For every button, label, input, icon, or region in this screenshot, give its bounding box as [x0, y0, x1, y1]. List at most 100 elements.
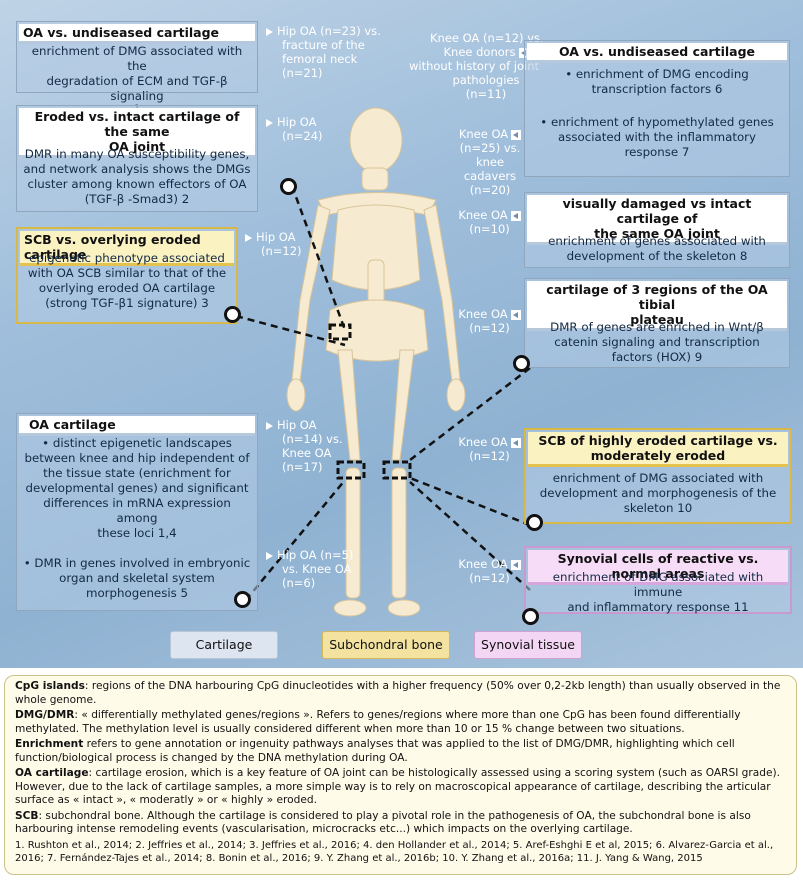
box-oa-vs-undiseased-right: OA vs. undiseased cartilage • enrichment… — [524, 40, 790, 177]
note-cpg: CpG islands: regions of the DNA harbouri… — [15, 680, 786, 707]
marker-circle — [513, 355, 530, 372]
box-scb-vs-eroded: SCB vs. overlying eroded cartilage epige… — [16, 227, 238, 324]
box-title: OA cartilage — [19, 416, 255, 436]
label-hip-oa-24: Hip OA (n=24) — [266, 115, 323, 143]
box-text-line: (TGF-β -Smad3) 2 — [84, 192, 190, 206]
box-title-wrap: SCB of highly eroded cartilage vs. moder… — [528, 432, 788, 467]
label-line: Knee OA — [458, 557, 508, 571]
label-line: (n=10) — [469, 222, 510, 236]
box-title-wrap: Eroded vs. intact cartilage of the same … — [19, 108, 255, 158]
label-line: Hip OA — [256, 230, 296, 244]
connector-lines — [235, 185, 531, 601]
arrow-left-icon — [510, 559, 521, 570]
triangle-icon — [266, 551, 273, 560]
label-line: (n=17) — [282, 460, 323, 474]
box-text-line: factors (HOX) 9 — [611, 350, 703, 364]
label-line: knee cadavers — [463, 155, 517, 183]
note-dmg: DMG/DMR: « differentially methylated gen… — [15, 709, 786, 736]
arrow-left-icon — [511, 129, 522, 140]
box-text-line: associated with the inflammatory — [557, 130, 757, 144]
box-text-line: transcription factors 6 — [591, 82, 723, 96]
label-line: (n=12) — [469, 571, 510, 585]
box-text-line: degradation of ECM and TGF-β signaling — [46, 74, 228, 103]
arrow-left-icon — [510, 437, 521, 448]
box-title-2: OA joint — [108, 139, 166, 154]
label-line: (n=12) — [469, 321, 510, 335]
note-term: DMG/DMR — [15, 709, 75, 721]
box-text-line: with OA SCB similar to that of the — [27, 266, 227, 280]
triangle-icon — [266, 421, 273, 430]
label-line: femoral neck — [282, 52, 358, 66]
label-hip-oa-12: Hip OA (n=12) — [245, 230, 302, 258]
label-line: Knee donors — [443, 45, 516, 59]
box-title: SCB of highly eroded cartilage vs. — [538, 433, 778, 448]
label-line: vs. Knee OA — [282, 562, 352, 576]
label-knee-oa-12-tibial: Knee OA (n=12) — [452, 307, 527, 335]
box-title-wrap: visually damaged vs intact cartilage of … — [527, 195, 787, 245]
box-text-line: catenin signaling and transcription — [554, 335, 760, 349]
box-visually-damaged: visually damaged vs intact cartilage of … — [524, 192, 790, 268]
label-hip-oa-14: Hip OA (n=14) vs. Knee OA (n=17) — [266, 418, 343, 474]
box-text-line: • enrichment of hypomethylated genes — [540, 115, 774, 129]
box-text-line: enrichment of DMG associated with — [552, 471, 764, 485]
box-text-line: these loci 1,4 — [97, 526, 177, 540]
label-line: Knee OA — [458, 307, 508, 321]
label-line: (n=14) vs. — [282, 432, 343, 446]
label-line: Knee OA — [458, 435, 508, 449]
box-text-line: response 7 — [624, 145, 690, 159]
box-text-line: morphogenesis 5 — [85, 586, 189, 600]
label-line: (n=12) — [469, 449, 510, 463]
box-text-line: epigenetic phenotype associated — [29, 251, 225, 265]
label-line: pathologies — [452, 73, 520, 87]
triangle-icon — [266, 27, 273, 36]
box-title-2: moderately eroded — [590, 448, 726, 463]
box-text-line: and network analysis shows the DMGs — [23, 162, 251, 176]
note-scb: SCB: subchondral bone. Although the cart… — [15, 810, 786, 837]
note-text: : subchondral bone. Although the cartila… — [15, 809, 751, 836]
triangle-icon — [245, 233, 252, 242]
label-knee-oa-12-donors: Knee OA (n=12) vs. Knee donors without h… — [409, 31, 544, 101]
legend-cartilage: Cartilage — [170, 631, 278, 659]
box-title: visually damaged vs intact cartilage of — [562, 196, 752, 226]
label-line: Hip OA (n=23) vs. — [277, 24, 381, 38]
box-title: cartilage of 3 regions of the OA tibial — [546, 282, 768, 312]
note-text: refers to gene annotation or ingenuity p… — [15, 738, 735, 764]
label-knee-oa-25: Knee OA (n=25) vs. knee cadavers (n=20) — [450, 127, 530, 197]
note-term: SCB — [15, 809, 39, 822]
glossary-notes: CpG islands: regions of the DNA harbouri… — [4, 675, 797, 875]
box-oa-cartilage: OA cartilage • distinct epigenetic lands… — [16, 413, 258, 611]
box-text-line: the tissue state (enrichment for — [43, 466, 231, 480]
box-text-line: between knee and hip independent of — [24, 451, 250, 465]
box-title: SCB vs. overlying eroded cartilage — [20, 231, 234, 266]
label-line: Hip OA — [277, 418, 317, 432]
box-tibial-plateau: cartilage of 3 regions of the OA tibial … — [524, 278, 790, 368]
box-text-line: developmental genes) and significant — [25, 481, 249, 495]
note-text: : cartilage erosion, which is a key feat… — [15, 767, 781, 806]
box-text-line: development of the skeleton 8 — [566, 249, 748, 263]
triangle-icon — [266, 118, 273, 127]
note-enrichment: Enrichment refers to gene annotation or … — [15, 738, 786, 765]
label-line: Knee OA — [282, 446, 332, 460]
note-term: OA cartilage — [15, 767, 89, 779]
marker-circle — [234, 591, 251, 608]
note-term: CpG islands — [15, 680, 85, 692]
box-text-line: (strong TGF-β1 signature) 3 — [45, 296, 209, 310]
box-text-line: • enrichment of DMG encoding — [565, 67, 749, 81]
box-text-line: DMR in many OA susceptibility genes, — [24, 147, 250, 161]
box-text-line: differences in mRNA expression among — [43, 496, 231, 525]
label-line: Knee OA — [458, 208, 508, 222]
box-title: Synovial cells of reactive vs. normal ar… — [528, 550, 788, 585]
box-text-line: cluster among known effectors of OA — [27, 177, 247, 191]
legend-synovial-tissue: Synovial tissue — [474, 631, 582, 659]
arrow-left-icon — [510, 210, 521, 221]
label-line: (n=24) — [282, 129, 323, 143]
label-line: (n=11) — [465, 87, 507, 101]
box-oa-vs-undiseased-left: OA vs. undiseased cartilage enrichment o… — [16, 21, 258, 114]
legend-subchondral-bone: Subchondral bone — [322, 631, 450, 659]
label-knee-oa-12-scb: Knee OA (n=12) — [452, 435, 527, 463]
marker-circle — [224, 306, 241, 323]
box-title-2: the same OA joint — [594, 226, 720, 241]
note-term: Enrichment — [15, 738, 84, 750]
diagram-panel: OA vs. undiseased cartilage enrichment o… — [0, 0, 803, 668]
box-scb-highly-eroded: SCB of highly eroded cartilage vs. moder… — [524, 428, 792, 524]
